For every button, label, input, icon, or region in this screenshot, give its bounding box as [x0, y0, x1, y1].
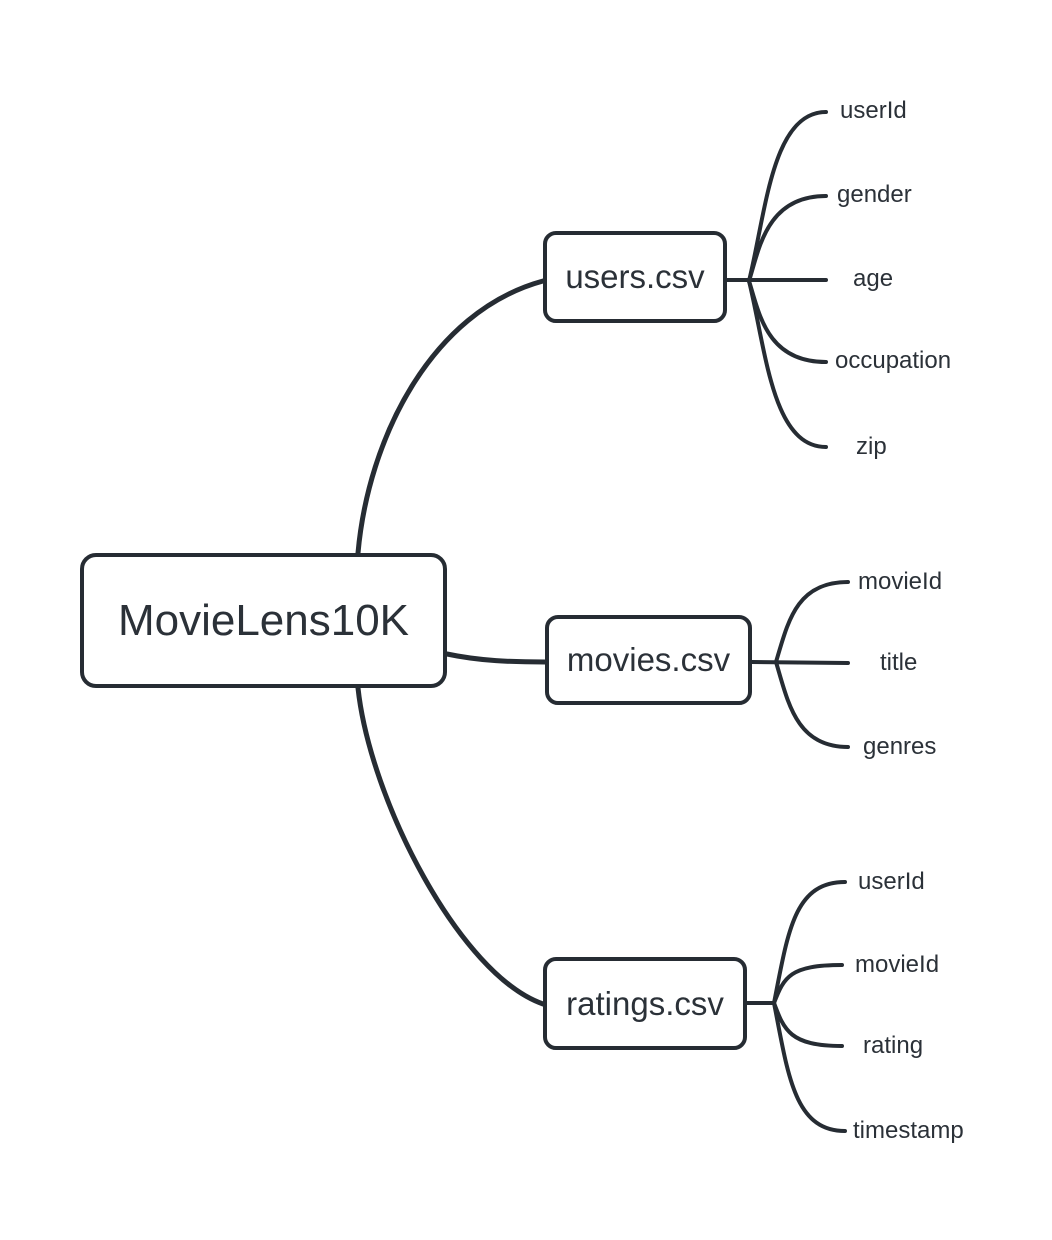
edge-root-ratings [355, 685, 546, 1007]
edge-root-users [355, 278, 546, 556]
leaf-ratings-movieid: movieId [855, 951, 940, 978]
leaf-ratings-rating: rating [863, 1032, 924, 1059]
edge-ratings-movieid [772, 963, 844, 1005]
leaf-movies-genres: genres [863, 733, 937, 760]
edge-ratings-rating [772, 1001, 844, 1048]
root-node-label: MovieLens10K [117, 595, 410, 645]
edge-users-occupation [747, 279, 828, 364]
edge-users-gender [747, 194, 828, 283]
leaf-users-gender: gender [837, 181, 912, 208]
branch-node-movies-csv: movies.csv [545, 615, 752, 705]
edge-users-userid [747, 110, 828, 283]
leaf-movies-movieid: movieId [858, 568, 943, 595]
leaf-users-occupation: occupation [835, 347, 952, 374]
edge-movies-genres [774, 660, 850, 749]
leaf-ratings-userid: userId [858, 868, 925, 895]
edge-ratings-timestamp [772, 1001, 847, 1133]
branch-node-ratings-csv: ratings.csv [543, 957, 747, 1050]
root-node-movielens10k: MovieLens10K [80, 553, 447, 688]
edge-users-zip [747, 279, 828, 449]
leaf-users-age: age [853, 265, 894, 292]
branch-node-label: ratings.csv [566, 984, 724, 1022]
edge-root-movies [444, 651, 548, 665]
branch-node-label: users.csv [565, 258, 705, 295]
leaf-ratings-timestamp: timestamp [853, 1117, 964, 1144]
edge-movies-movieid [774, 580, 850, 664]
branch-node-label: movies.csv [566, 641, 731, 678]
leaf-movies-title: title [880, 649, 918, 676]
branch-node-users-csv: users.csv [543, 231, 727, 323]
leaf-users-userid: userId [840, 97, 907, 124]
edge-ratings-userid [772, 880, 847, 1005]
leaf-users-zip: zip [856, 433, 887, 460]
edge-movies-title [750, 660, 850, 665]
